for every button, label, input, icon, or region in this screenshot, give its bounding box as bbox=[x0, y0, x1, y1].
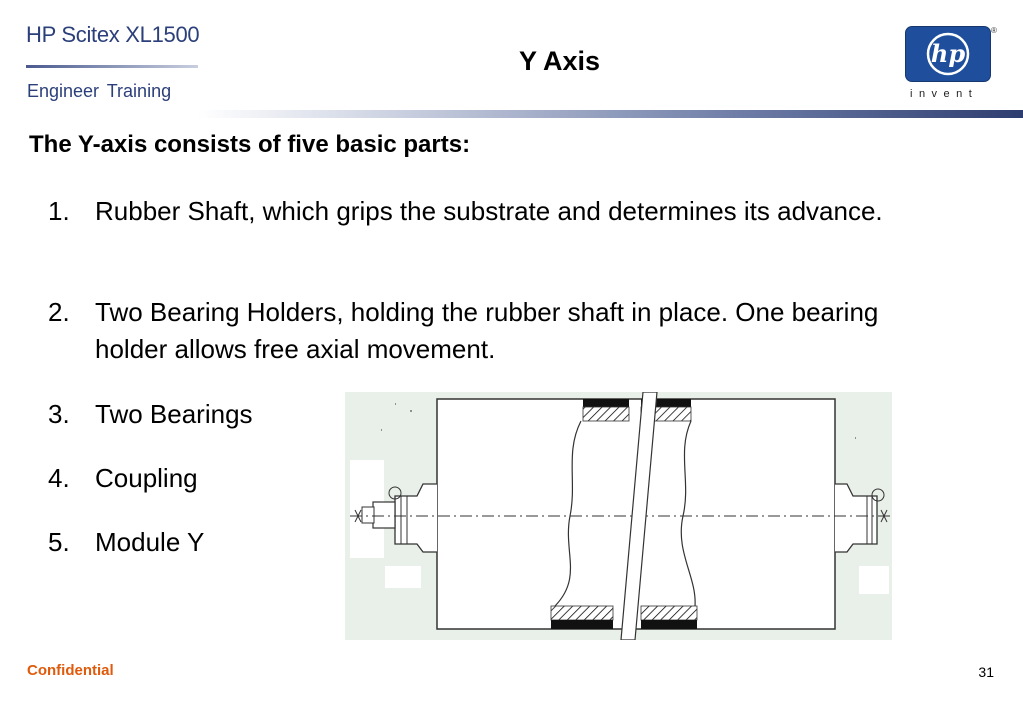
header-gradient-bar bbox=[198, 110, 1023, 118]
hp-logo-tagline: invent bbox=[910, 88, 979, 100]
list-item-text: Coupling bbox=[95, 463, 198, 493]
list-item-number: 4. bbox=[48, 463, 70, 493]
intro-heading: The Y-axis consists of five basic parts: bbox=[29, 131, 471, 158]
list-item-text: Two Bearings bbox=[95, 399, 253, 429]
confidential-label: Confidential bbox=[27, 662, 114, 679]
list-item-number: 5. bbox=[48, 527, 70, 557]
page-number: 31 bbox=[978, 664, 994, 680]
brand-divider bbox=[26, 65, 198, 68]
list-item-text: Two Bearing Holders, holding the rubber … bbox=[95, 297, 879, 364]
hp-logo-badge: hp bbox=[905, 26, 991, 82]
list-item-number: 3. bbox=[48, 399, 70, 429]
list-item-number: 1. bbox=[48, 196, 70, 226]
trademark-mark: ® bbox=[991, 26, 997, 35]
brand-title: HP Scitex XL1500 bbox=[26, 22, 200, 47]
list-item-number: 2. bbox=[48, 297, 70, 327]
list-item-text: Rubber Shaft, which grips the substrate … bbox=[95, 196, 883, 226]
hp-logo: hp ® invent bbox=[905, 26, 997, 110]
list-item-text: Module Y bbox=[95, 527, 205, 557]
y-axis-shaft-drawing bbox=[345, 391, 892, 641]
slide-title: Y Axis bbox=[518, 46, 600, 76]
brand-subtitle: Engineer Training bbox=[27, 81, 172, 101]
hp-logo-text: hp bbox=[931, 39, 965, 68]
